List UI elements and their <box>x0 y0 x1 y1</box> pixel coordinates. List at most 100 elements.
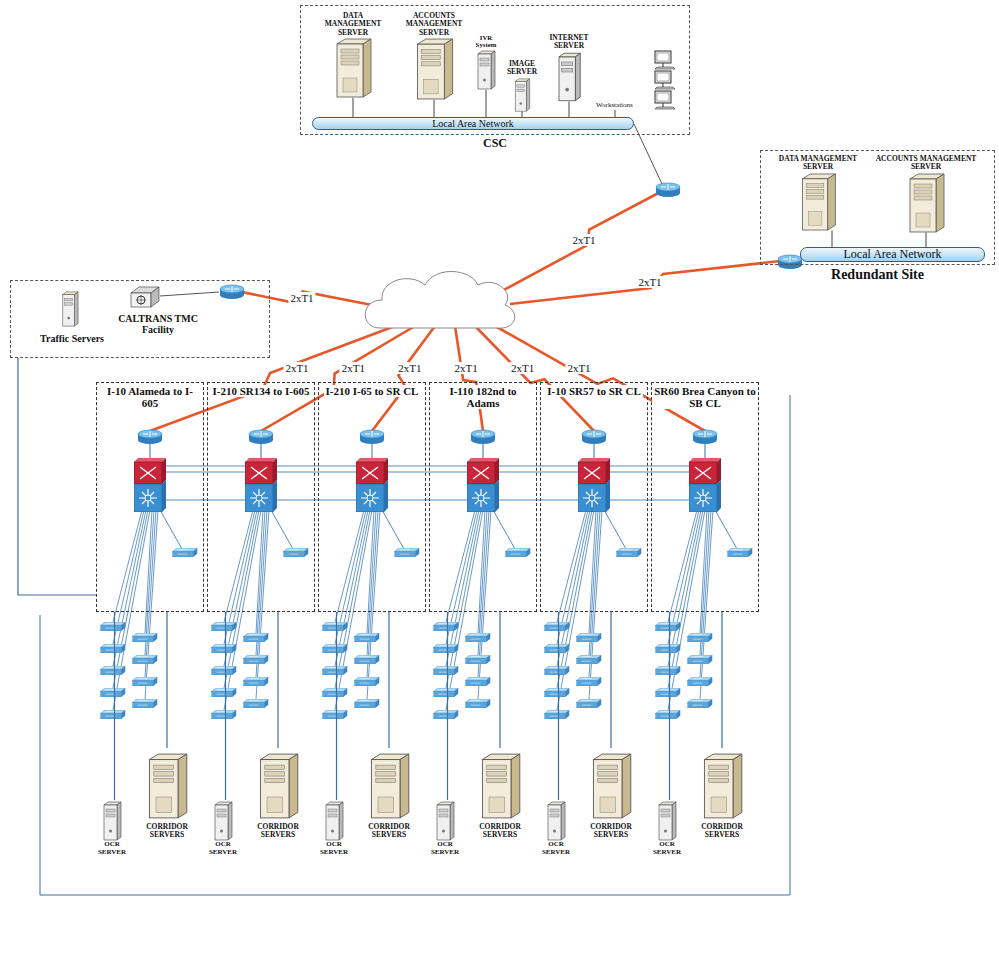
tower-icon <box>260 754 297 818</box>
switch-link <box>557 510 586 622</box>
small-icon <box>556 52 582 102</box>
server-node: OCR SERVER <box>313 800 355 856</box>
small-icon <box>326 802 343 840</box>
switch-icon <box>688 655 713 664</box>
tower-icon <box>803 173 836 229</box>
t1-link <box>261 326 415 431</box>
switch-icon <box>577 699 602 708</box>
server-node: OCR SERVER <box>424 800 466 856</box>
site-region: CSCDATA MANAGEMENT SERVERACCOUNTS MANAGE… <box>300 5 690 135</box>
small-icon <box>478 51 495 89</box>
switch-icon <box>434 644 459 653</box>
link-label: 2xT1 <box>453 362 480 374</box>
network-link <box>610 612 611 748</box>
switch-link <box>224 510 253 622</box>
tower-icon <box>412 38 456 100</box>
server-node: DATA MANAGEMENT SERVER <box>772 155 864 231</box>
monitor-icons <box>652 50 676 110</box>
switch-link <box>589 510 602 699</box>
t1-link <box>500 188 668 292</box>
t1-link <box>232 290 372 305</box>
switch-link <box>145 510 156 677</box>
small-icon <box>657 801 677 841</box>
switch-stack <box>356 458 388 512</box>
small-icon <box>548 802 565 840</box>
corridor-title: I-10 Alameda to I-605 <box>97 385 203 409</box>
link-label: 2xT1 <box>283 362 310 374</box>
server-node: CORRIDOR SERVERS <box>691 748 753 840</box>
router-icon <box>778 255 802 269</box>
server-node: OCR SERVER <box>646 800 688 856</box>
network-link <box>353 98 354 117</box>
corridor-equipment <box>101 430 753 719</box>
switch-stack <box>578 458 610 512</box>
switch-link <box>367 510 380 699</box>
network-link <box>447 612 448 800</box>
switch-link <box>256 510 269 699</box>
tower-icon <box>482 754 519 818</box>
node-label: INTERNET SERVER <box>545 34 593 51</box>
switch-icon <box>212 688 237 697</box>
switch-icon <box>656 666 681 675</box>
network-link <box>225 612 226 800</box>
switch-icon <box>466 699 491 708</box>
node-label: IVR System <box>470 34 502 49</box>
switch-icon <box>577 655 602 664</box>
node-label: Workstations <box>596 102 633 110</box>
site-region: Redundant SiteDATA MANAGEMENT SERVERACCO… <box>760 150 995 265</box>
small-icon <box>559 53 580 101</box>
tower-icon <box>149 754 186 818</box>
switch-icon <box>284 548 309 557</box>
corridor-title: I-110 182nd to Adams <box>430 385 536 409</box>
network-link <box>926 233 927 248</box>
small-icon <box>215 802 232 840</box>
server-node: CORRIDOR SERVERS <box>136 748 198 840</box>
switch-link <box>335 510 364 622</box>
switch-link <box>160 510 182 549</box>
switch-link <box>668 510 701 666</box>
small-icon <box>324 801 344 841</box>
switch-icon <box>656 644 681 653</box>
switch-icon <box>506 548 531 557</box>
small-icon <box>435 801 455 841</box>
switch-link <box>700 510 713 699</box>
small-icon <box>102 801 122 841</box>
router-icon <box>471 430 495 444</box>
router-icon <box>220 285 244 299</box>
tower-icon <box>367 749 411 823</box>
switch-icon <box>212 710 237 719</box>
node-label: Local Area Network <box>319 118 627 129</box>
router-link <box>483 444 484 458</box>
network-link <box>615 110 616 117</box>
switch-icon <box>323 666 348 675</box>
node-label: OCR SERVER <box>535 841 577 856</box>
server-node: DATA MANAGEMENT SERVER <box>318 12 388 98</box>
trunk-link <box>275 466 356 467</box>
switch-icon <box>656 710 681 719</box>
switch-icon <box>101 622 126 631</box>
node-label: OCR SERVER <box>91 841 133 856</box>
t1-link <box>495 326 705 431</box>
switch-link <box>446 510 475 622</box>
monitor-icon <box>655 91 675 109</box>
trunk-link <box>164 466 245 467</box>
trunk-link <box>275 500 356 501</box>
tower-icon <box>589 749 633 823</box>
small-icon <box>515 78 529 110</box>
switch-icon <box>133 633 158 642</box>
lan-link <box>634 124 662 184</box>
switch-stack <box>245 458 277 512</box>
router-link <box>150 444 151 458</box>
network-link <box>277 612 278 748</box>
node-label: CORRIDOR SERVERS <box>358 823 420 840</box>
site-heading: CSC <box>301 137 689 150</box>
switch-icon <box>617 548 642 557</box>
switch-icon <box>101 644 126 653</box>
caltrans-icon <box>131 287 159 307</box>
switch-icon <box>133 677 158 686</box>
switch-link <box>604 510 626 549</box>
server-node: INTERNET SERVER <box>545 34 593 102</box>
network-link <box>18 358 96 595</box>
tower-icon <box>593 754 630 818</box>
